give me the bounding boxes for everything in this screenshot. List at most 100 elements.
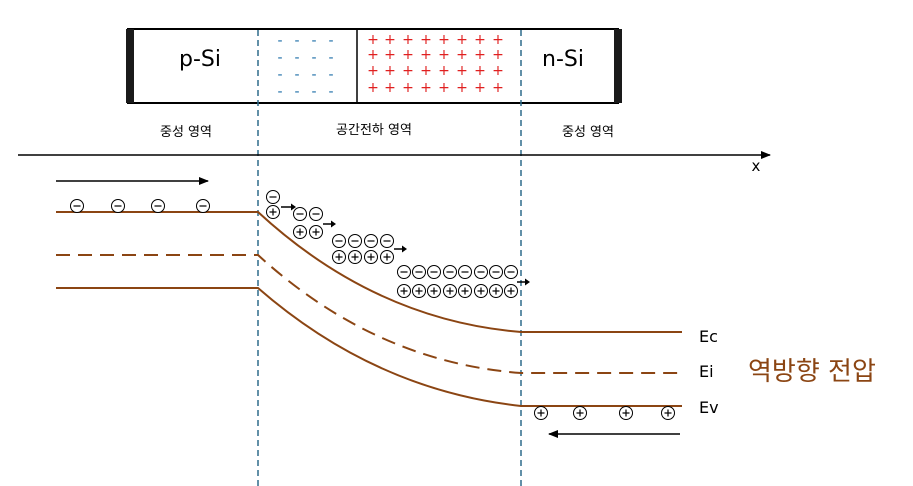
positive-charge: +: [367, 63, 379, 79]
generated-hole: [348, 250, 362, 264]
negative-charge: -: [328, 84, 333, 100]
electron: [151, 199, 165, 213]
x-axis-label: x: [752, 157, 761, 175]
generated-electron: [412, 265, 426, 279]
reverse-bias-label: 역방향 전압: [748, 357, 876, 387]
negative-charge: -: [277, 67, 282, 83]
hole: [534, 406, 548, 420]
drift-arrow-head: [331, 220, 336, 228]
positive-charge: +: [438, 47, 450, 63]
positive-charge: +: [456, 32, 468, 48]
generated-hole: [266, 205, 280, 219]
generated-electron: [397, 265, 411, 279]
generated-hole: [293, 225, 307, 239]
positive-charge: +: [384, 80, 396, 96]
positive-charge: +: [456, 63, 468, 79]
generated-electron: [266, 190, 280, 204]
negative-charge: -: [294, 84, 299, 100]
generated-hole: [443, 284, 457, 298]
p-si-label: p-Si: [179, 47, 221, 72]
generated-electron: [309, 207, 323, 221]
electron: [196, 199, 210, 213]
device-outline: [127, 28, 619, 104]
negative-charge: -: [294, 33, 299, 49]
generated-hole: [504, 284, 518, 298]
generated-electron: [348, 234, 362, 248]
positive-charge: +: [367, 80, 379, 96]
positive-charge: +: [402, 80, 414, 96]
generated-electron: [443, 265, 457, 279]
generated-hole: [332, 250, 346, 264]
generated-hole: [427, 284, 441, 298]
generated-hole: [309, 225, 323, 239]
generated-electron: [427, 265, 441, 279]
positive-charge: +: [367, 47, 379, 63]
ec-label: Ec: [699, 327, 718, 346]
positive-charge: +: [402, 63, 414, 79]
electron: [70, 199, 84, 213]
ev-label: Ev: [699, 398, 719, 417]
generated-hole: [364, 250, 378, 264]
positive-charge: +: [420, 47, 432, 63]
n-si-label: n-Si: [542, 47, 584, 72]
neutral-region-left-label: 중성 영역: [160, 125, 212, 140]
positive-charge: +: [492, 32, 504, 48]
generated-electron: [380, 234, 394, 248]
negative-charge: -: [311, 50, 316, 66]
generated-hole: [380, 250, 394, 264]
depletion-positive-charges: ++++++++++++++++++++++++++++++++: [367, 32, 504, 96]
hole: [573, 406, 587, 420]
generated-electron: [489, 265, 503, 279]
generated-hole: [489, 284, 503, 298]
positive-charge: +: [492, 47, 504, 63]
space-charge-region-label: 공간전하 영역: [336, 123, 412, 138]
positive-charge: +: [384, 32, 396, 48]
left-contact: [126, 29, 134, 103]
negative-charge: -: [277, 84, 282, 100]
drift-arrow-head: [525, 278, 530, 286]
negative-charge: -: [311, 33, 316, 49]
negative-charge: -: [328, 67, 333, 83]
generated-hole: [397, 284, 411, 298]
positive-charge: +: [474, 80, 486, 96]
negative-charge: -: [277, 50, 282, 66]
generated-hole: [412, 284, 426, 298]
positive-charge: +: [456, 80, 468, 96]
positive-charge: +: [438, 63, 450, 79]
positive-charge: +: [402, 47, 414, 63]
negative-charge: -: [294, 50, 299, 66]
generated-hole: [458, 284, 472, 298]
negative-charge: -: [311, 84, 316, 100]
generated-hole: [474, 284, 488, 298]
negative-charge: -: [328, 33, 333, 49]
generated-electron: [364, 234, 378, 248]
drift-arrow-head: [291, 203, 296, 211]
generated-electron: [474, 265, 488, 279]
positive-charge: +: [438, 32, 450, 48]
electron: [111, 199, 125, 213]
carriers: [70, 190, 675, 420]
generated-electron: [458, 265, 472, 279]
depletion-negative-charges: ----------------: [277, 33, 333, 100]
generated-electron: [504, 265, 518, 279]
negative-charge: -: [294, 67, 299, 83]
valence-band-line: [56, 287, 682, 407]
conduction-band-line: [56, 211, 682, 333]
negative-charge: -: [277, 33, 282, 49]
generated-electron: [293, 207, 307, 221]
ei-label: Ei: [699, 362, 714, 381]
negative-charge: -: [328, 50, 333, 66]
positive-charge: +: [492, 80, 504, 96]
positive-charge: +: [420, 80, 432, 96]
hole: [619, 406, 633, 420]
positive-charge: +: [384, 63, 396, 79]
positive-charge: +: [492, 63, 504, 79]
positive-charge: +: [420, 32, 432, 48]
drift-arrow-head: [402, 245, 407, 253]
positive-charge: +: [474, 63, 486, 79]
positive-charge: +: [474, 32, 486, 48]
positive-charge: +: [456, 47, 468, 63]
intrinsic-level-line: [56, 254, 682, 374]
generation-arrows: [281, 203, 530, 286]
